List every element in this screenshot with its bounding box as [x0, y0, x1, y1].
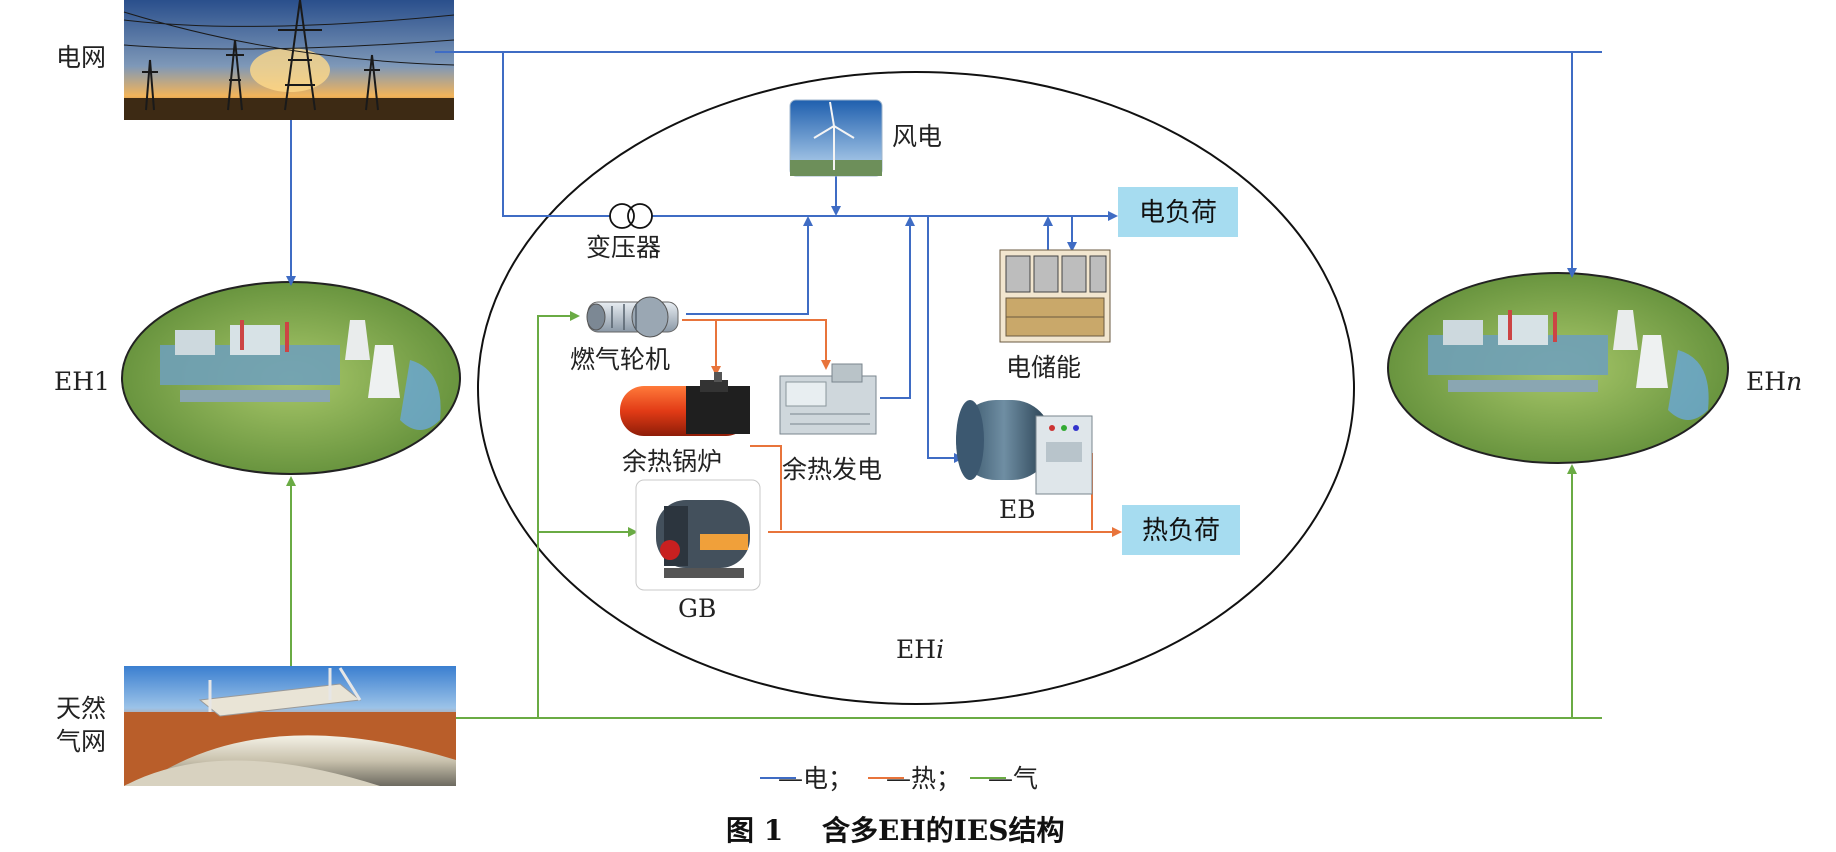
legend-gas: —气: [988, 764, 1038, 793]
waste-heat-generator-icon: [779, 363, 877, 435]
gas-network-label-line1: 天然: [56, 694, 106, 723]
ehn-prefix: EH: [1746, 367, 1786, 396]
legend-heat: —热；: [886, 764, 961, 793]
ehi-label: EHi: [896, 635, 944, 664]
energy-hub-plant-ehn: [1387, 272, 1729, 464]
gas-network-label-line2: 气网: [56, 727, 106, 756]
eh1-label: EH1: [54, 367, 110, 396]
waste-heat-boiler-icon: [620, 372, 750, 436]
natural-gas-pipeline-photo: [124, 666, 456, 786]
wind-label: 风电: [892, 122, 942, 151]
gb-label: GB: [678, 594, 716, 623]
ehn-label: EHn: [1746, 367, 1802, 396]
electric-storage-label: 电储能: [1006, 353, 1081, 382]
gas-boiler-icon: [635, 479, 761, 591]
ehi-suffix: i: [936, 635, 944, 664]
wind-turbine-icon: [789, 99, 883, 177]
gas-flows: [286, 311, 1602, 719]
ehi-prefix: EH: [896, 635, 936, 664]
electric-flows: [286, 51, 1602, 463]
transformer-label: 变压器: [586, 233, 661, 262]
electric-load-box: 电负荷: [1118, 187, 1238, 237]
caption-title: 含多EH的IES结构: [822, 814, 1064, 847]
electric-boiler-icon: [956, 400, 1093, 495]
eb-label: EB: [999, 495, 1036, 524]
gas-turbine-icon: [586, 296, 679, 338]
waste-heat-boiler-label: 余热锅炉: [622, 447, 722, 476]
grid-label: 电网: [56, 43, 106, 72]
transformer-icon: [609, 203, 653, 229]
heat-load-box: 热负荷: [1122, 505, 1240, 555]
ehi-boundary: [477, 71, 1355, 705]
caption-number: 图 1: [726, 814, 783, 847]
waste-heat-power-label: 余热发电: [782, 455, 882, 484]
battery-storage-icon: [999, 249, 1111, 343]
heat-load-label: 热负荷: [1142, 516, 1220, 546]
figure-caption: 图 1 含多EH的IES结构: [726, 814, 1064, 847]
power-grid-photo: [123, 0, 455, 120]
ehn-suffix: n: [1786, 367, 1802, 396]
legend-electric: —电；: [778, 764, 853, 793]
electric-load-label: 电负荷: [1139, 198, 1217, 228]
gas-turbine-label: 燃气轮机: [570, 345, 670, 374]
energy-hub-plant-eh1: [121, 281, 461, 475]
legend: —电； —热； —气: [760, 764, 1038, 793]
